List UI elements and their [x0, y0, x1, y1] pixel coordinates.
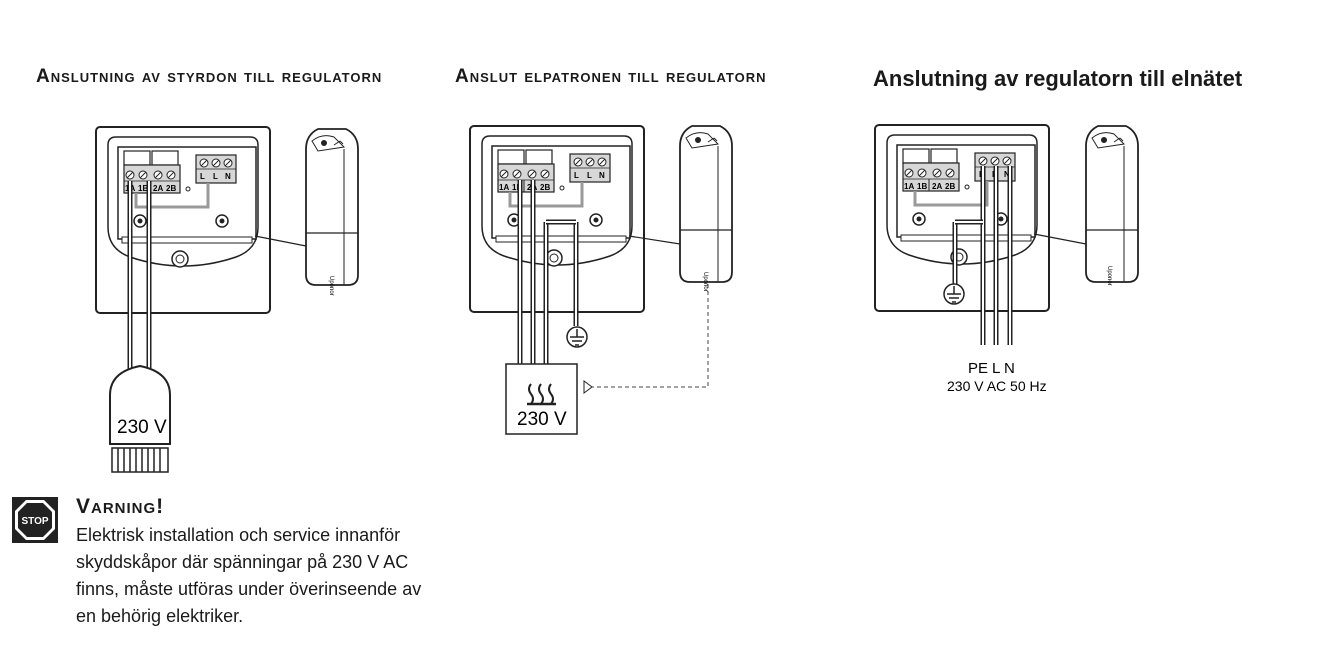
- terminal-1b: 1B: [917, 182, 927, 191]
- terminal-2a: 2A: [153, 184, 163, 193]
- controller-box: [94, 125, 272, 315]
- section-title-actuator: Anslutning av styrdon till regulatorn: [36, 66, 383, 87]
- mains-pe-label: PE: [968, 360, 988, 377]
- terminal-1a: 1A: [499, 183, 509, 192]
- controller-box: [468, 124, 646, 314]
- stop-icon: STOP: [12, 497, 58, 543]
- stop-icon-text: STOP: [21, 516, 48, 527]
- section-title-heater: Anslut elpatronen till regulatorn: [455, 66, 767, 87]
- terminal-l1: L: [200, 172, 205, 181]
- terminal-2b: 2B: [945, 182, 955, 191]
- terminal-n: N: [599, 171, 605, 180]
- mains-l-label: L: [992, 360, 1000, 377]
- terminal-l1: L: [574, 171, 579, 180]
- terminal-l2: L: [587, 171, 592, 180]
- wireless-module: [1085, 125, 1139, 283]
- earth-symbol: [566, 326, 588, 348]
- diagram-heater: 1A 1B 2A 2B L L N Uponor 230 V: [468, 124, 733, 435]
- warning-text: Elektrisk installation och service innan…: [76, 525, 422, 626]
- terminal-2b: 2B: [166, 184, 176, 193]
- diagram-mains: 1A 1B 2A 2B L L N Uponor PE L N 230 V AC…: [873, 123, 1139, 394]
- terminal-1b: 1B: [512, 183, 522, 192]
- terminal-n: N: [1004, 170, 1010, 179]
- terminal-l2: L: [213, 172, 218, 181]
- terminal-n: N: [225, 172, 231, 181]
- terminal-2b: 2B: [540, 183, 550, 192]
- diagram-actuator: 1A 1B 2A 2B L L N Uponor 230 V: [94, 125, 359, 473]
- section-title-mains: Anslutning av regulatorn till elnätet: [873, 66, 1243, 91]
- wireless-module: [305, 128, 359, 286]
- mains-supply-label: 230 V AC 50 Hz: [947, 378, 1047, 394]
- module-brand: Uponor: [328, 276, 334, 296]
- earth-symbol: [943, 283, 965, 305]
- actuator-voltage: 230 V: [117, 417, 167, 438]
- module-brand: Uponor: [702, 272, 708, 292]
- heater-element: 230 V: [505, 363, 578, 435]
- mains-n-label: N: [1004, 360, 1015, 377]
- terminal-1a: 1A: [904, 182, 914, 191]
- module-brand: Uponor: [1106, 266, 1112, 286]
- warning-title: Varning!: [76, 495, 165, 518]
- controller-box: [873, 123, 1051, 313]
- heater-voltage: 230 V: [517, 409, 567, 430]
- wireless-module: [679, 125, 733, 283]
- terminal-2a: 2A: [932, 182, 942, 191]
- terminal-1b: 1B: [138, 184, 148, 193]
- thermal-actuator: 230 V: [109, 364, 171, 473]
